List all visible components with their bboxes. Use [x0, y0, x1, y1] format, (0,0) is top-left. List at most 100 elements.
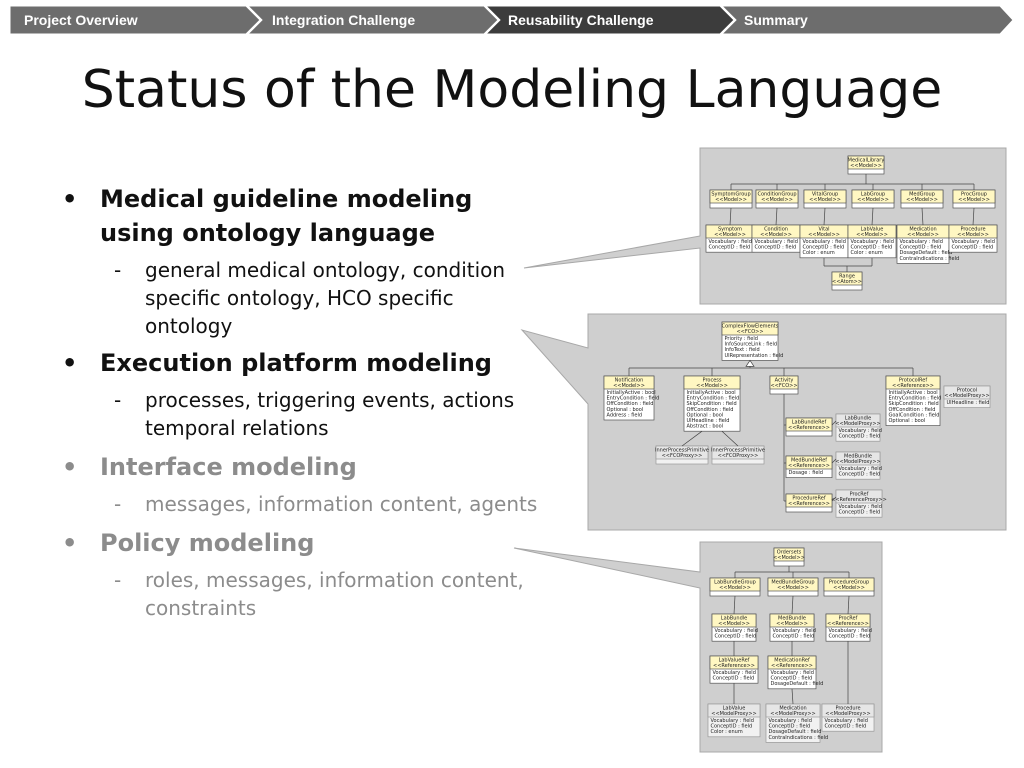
uml-class-title: ConditionGroup	[757, 192, 796, 198]
uml-field: ConceptID : field	[825, 724, 867, 730]
uml-field: DosageDefault : field	[769, 729, 822, 735]
uml-field: Vocabulary : field	[839, 428, 882, 434]
uml-class-stereotype: <<Model>>	[833, 585, 865, 591]
uml-field: Color : enum	[851, 250, 883, 256]
bullet-item: • Policy modeling	[58, 526, 538, 560]
uml-class-stereotype: <<Model>>	[777, 585, 809, 591]
uml-field: ConceptID : field	[839, 472, 881, 478]
execution-platform-diagram: ComplexFlowElements<<FCO>>Priority : fie…	[603, 321, 991, 518]
uml-class-stereotype: <<ModelProxy>>	[835, 459, 880, 465]
uml-class-title: Notification	[615, 378, 644, 384]
uml-field: Vocabulary : field	[711, 718, 754, 724]
uml-class-stereotype: <<Model>>	[776, 621, 808, 627]
sub-bullet-item: -messages, information content, agents	[58, 490, 538, 518]
uml-class-stereotype: <<Reference>>	[771, 663, 813, 669]
bullet-text: Policy modeling	[100, 529, 315, 557]
uml-connector	[791, 688, 794, 705]
uml-class-stereotype: <<Model>>	[613, 383, 645, 389]
uml-field: ContraIndications : field	[769, 735, 829, 741]
uml-class-header	[943, 385, 991, 400]
uml-field: Vocabulary : field	[713, 670, 756, 676]
tab-project-overview-shape[interactable]	[10, 6, 261, 34]
bullet-dot-icon: •	[62, 185, 78, 213]
uml-class-title: Medication	[779, 706, 806, 712]
uml-class-stereotype: <<Model>>	[760, 232, 792, 238]
uml-class-title: LabBundle	[845, 416, 871, 422]
uml-class-stereotype: <<Model>>	[856, 232, 888, 238]
uml-field: Optional : bool	[687, 412, 724, 418]
uml-class-title: Medication	[909, 227, 936, 233]
uml-field: InfoSourceLink : field	[725, 342, 778, 348]
uml-class-title: LabValue	[861, 227, 884, 233]
uml-class-header	[835, 451, 881, 466]
tab-reusability-challenge-shape[interactable]	[485, 6, 735, 34]
tab-reusability-challenge[interactable]: Reusability Challenge	[508, 12, 654, 28]
uml-class-title: Protocol	[957, 388, 977, 394]
uml-class-title: ProcGroup	[961, 192, 987, 198]
bullet-text: Medical guideline modeling using ontolog…	[100, 185, 473, 247]
uml-field: Vocabulary : field	[825, 718, 868, 724]
uml-class-title: Vital	[818, 227, 829, 233]
uml-class-stereotype: <<ReferenceProxy>>	[831, 497, 887, 503]
uml-class-header	[721, 321, 779, 336]
uml-field: InfoText : field	[725, 347, 760, 353]
uml-class-stereotype: <<FCOProxy>>	[662, 453, 703, 459]
uml-class-stereotype: <<Model>>	[906, 197, 938, 203]
uml-class-title: Procedure	[960, 227, 985, 233]
uml-class-title: Condition	[764, 227, 788, 233]
tab-integration-challenge[interactable]: Integration Challenge	[272, 12, 416, 28]
uml-class-title: MedicalLibrary	[848, 158, 885, 164]
uml-class-stereotype: <<Reference>>	[892, 383, 934, 389]
uml-field: Vocabulary : field	[803, 239, 846, 245]
uml-class-title: ProcRef	[850, 492, 869, 498]
uml-class-stereotype: <<FCOProxy>>	[718, 453, 759, 459]
uml-field: ConceptID : field	[839, 434, 881, 440]
uml-class-stereotype: <<Model>>	[809, 197, 841, 203]
uml-class-stereotype: <<Model>>	[850, 163, 882, 169]
uml-class-stereotype: <<ModelProxy>>	[944, 393, 989, 399]
uml-connector	[831, 458, 837, 464]
medical-ontology-diagram: MedicalLibrary<<Model>>SymptomGroup<<Mod…	[705, 155, 998, 291]
bullet-dot-icon: •	[62, 529, 78, 557]
uml-class-title: Process	[703, 378, 722, 384]
uml-class-stereotype: <<Reference>>	[788, 501, 830, 507]
sub-bullet-item: -processes, triggering events, actions t…	[58, 386, 538, 442]
uml-field: EntryCondition : field	[687, 396, 740, 402]
uml-field: SkipCondition : field	[889, 401, 939, 407]
uml-class-stereotype: <<Reference>>	[827, 621, 869, 627]
uml-connector	[729, 207, 732, 226]
tab-integration-challenge-shape[interactable]	[247, 6, 499, 34]
uml-class-stereotype: <<FCO>>	[770, 383, 797, 389]
uml-class-stereotype: <<Reference>>	[713, 663, 755, 669]
uml-field: OffCondition : field	[687, 407, 734, 413]
uml-field: InitiallyActive : bool	[607, 390, 656, 396]
uml-class-title: Procedure	[835, 706, 860, 712]
uml-field: Color : enum	[711, 729, 743, 735]
uml-field: Color : enum	[803, 250, 835, 256]
uml-field: Dosage : field	[789, 470, 823, 476]
sub-bullet-text: messages, information content, agents	[145, 492, 538, 516]
uml-connector	[681, 430, 703, 447]
uml-class-title: MedBundleGroup	[771, 580, 814, 586]
sub-bullet-text: roles, messages, information content, co…	[145, 568, 524, 620]
uml-class-stereotype: <<ModelProxy>>	[825, 711, 870, 717]
uml-class-stereotype: <<ModelProxy>>	[711, 711, 756, 717]
tab-summary-shape[interactable]	[721, 6, 1014, 34]
uml-class-header	[785, 417, 833, 432]
breadcrumb-background	[10, 6, 1014, 34]
bullet-dot-icon: •	[62, 349, 78, 377]
uml-class-header	[785, 493, 833, 508]
uml-class-stereotype: <<ModelProxy>>	[770, 711, 815, 717]
tab-project-overview[interactable]: Project Overview	[24, 12, 138, 28]
uml-field: EntryCondition : field	[607, 396, 660, 402]
bullet-item: • Execution platform modeling	[58, 346, 538, 380]
uml-field: Vocabulary : field	[715, 628, 758, 634]
bullet-text: Execution platform modeling	[100, 349, 492, 377]
dash-icon: -	[114, 492, 122, 516]
uml-class-title: ProcRef	[839, 616, 858, 622]
tab-summary[interactable]: Summary	[744, 12, 808, 28]
uml-class-stereotype: <<Model>>	[808, 232, 840, 238]
uml-field: ConceptID : field	[715, 634, 757, 640]
uml-class-header	[785, 455, 833, 470]
